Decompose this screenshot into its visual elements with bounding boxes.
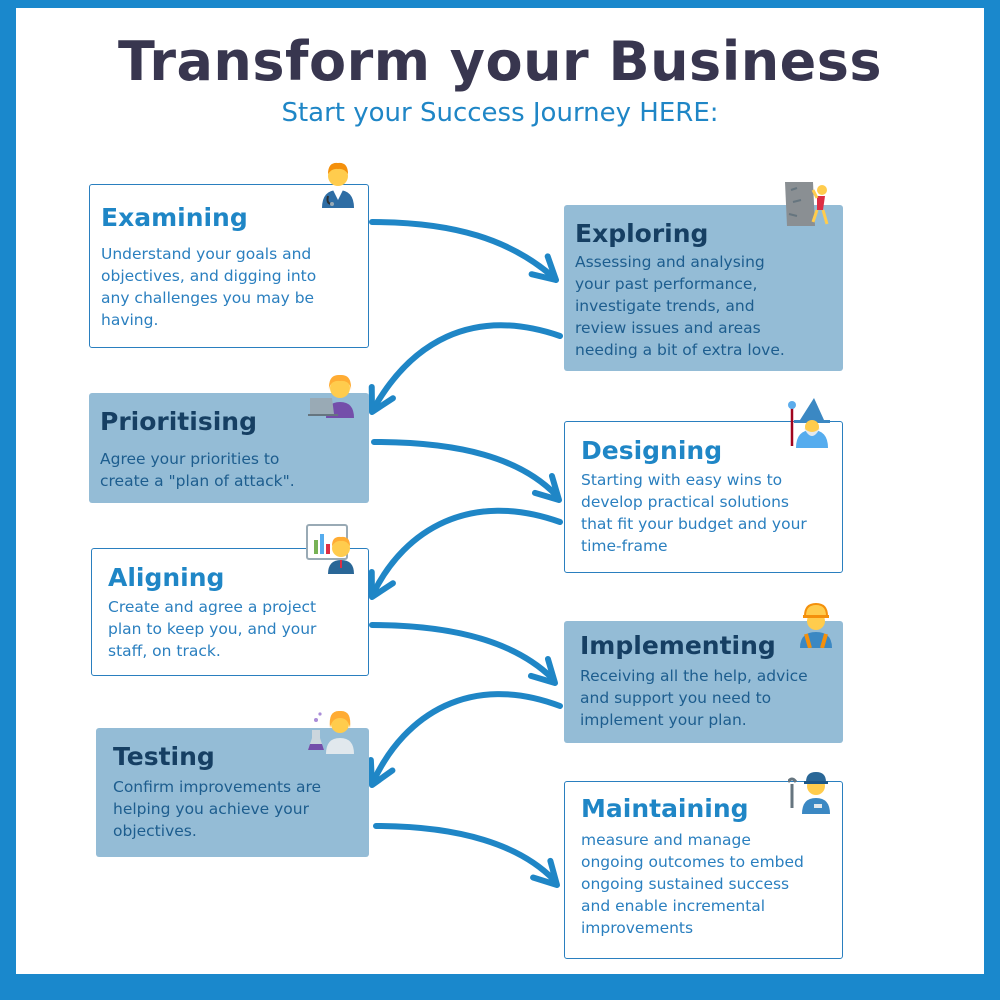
arrow-testing-maintaining xyxy=(373,823,566,893)
arrow-designing-aligning xyxy=(361,507,563,603)
step-title: Testing xyxy=(113,742,215,771)
arrow-aligning-implementing xyxy=(369,622,563,691)
climber-icon xyxy=(785,182,829,226)
arrow-implementing-testing xyxy=(361,691,563,790)
step-title: Exploring xyxy=(575,219,709,248)
arrow-exploring-prioritising xyxy=(361,322,563,417)
technologist-icon xyxy=(308,374,354,418)
doctor-icon xyxy=(322,162,354,208)
construction-worker-icon xyxy=(800,602,832,648)
presenter-icon xyxy=(306,524,354,574)
arrow-prioritising-designing xyxy=(371,439,567,508)
step-title: Implementing xyxy=(580,631,776,660)
step-title: Aligning xyxy=(108,563,225,592)
page-subtitle: Start your Success Journey HERE: xyxy=(281,98,719,128)
step-title: Examining xyxy=(101,203,248,232)
step-title: Designing xyxy=(581,436,723,465)
wizard-icon xyxy=(788,398,830,448)
arrow-examining-exploring xyxy=(369,219,564,289)
step-title: Maintaining xyxy=(581,794,749,823)
scientist-icon xyxy=(308,710,354,754)
step-card-implementing: Implementing Receiving all the help, adv… xyxy=(564,621,843,743)
step-title: Prioritising xyxy=(100,407,257,436)
page-title: Transform your Business xyxy=(117,30,883,93)
mechanic-icon xyxy=(788,772,830,814)
